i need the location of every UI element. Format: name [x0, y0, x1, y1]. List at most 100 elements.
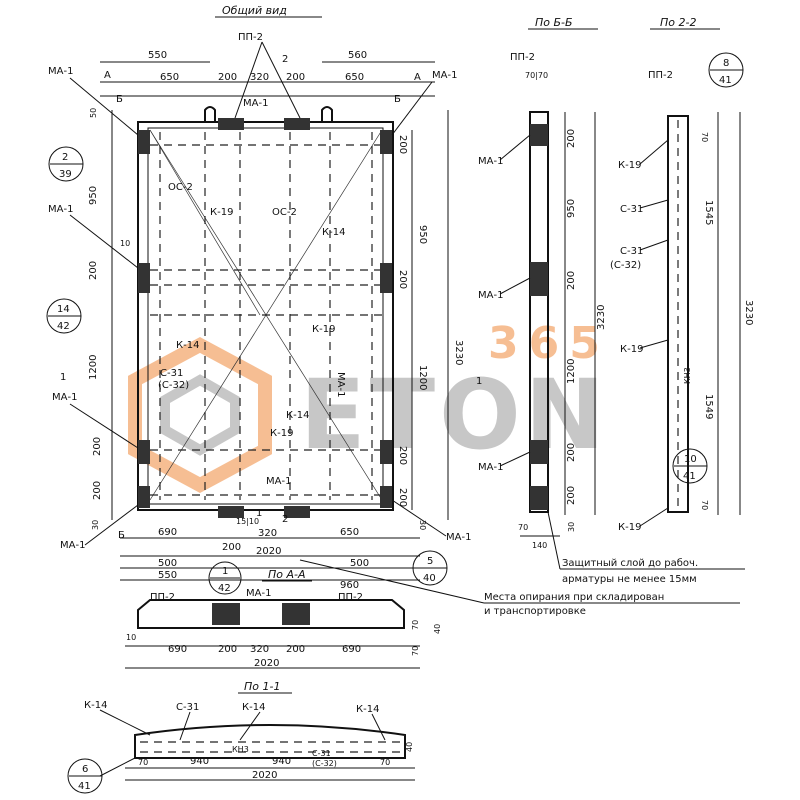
- marker-b-bottom: Б: [118, 530, 125, 541]
- label-k14-left: К-14: [176, 340, 199, 351]
- dim-left-1200: 1200: [88, 355, 99, 380]
- marker-1-left: 1: [60, 372, 66, 383]
- va-dim-690: 690: [168, 644, 187, 655]
- dim-top-320: 320: [250, 72, 269, 83]
- dim-bottom-200: 200: [222, 542, 241, 553]
- vb-dim-200-a: 200: [566, 129, 577, 148]
- dim-top-200-b: 200: [286, 72, 305, 83]
- va-dim-40: 40: [433, 624, 442, 634]
- label-c32: (С-32): [158, 380, 189, 391]
- dim-right-200-b: 200: [397, 270, 408, 289]
- vb-label-ma1-a: МА-1: [478, 156, 503, 167]
- watermark-suffix: 365: [488, 318, 610, 369]
- svg-text:1: 1: [222, 566, 228, 577]
- dim-right-30: 30: [418, 520, 427, 530]
- label-ma1-left2: МА-1: [52, 392, 77, 403]
- label-k19-right: К-19: [312, 324, 335, 335]
- dim-bottom-690: 690: [158, 527, 177, 538]
- svg-text:41: 41: [78, 781, 91, 792]
- label-ma1-topleft: МА-1: [48, 66, 73, 77]
- label-pp2-top: ПП-2: [238, 32, 263, 43]
- v11-dim-940-a: 940: [190, 756, 209, 767]
- vb-dim-30: 30: [567, 522, 576, 532]
- marker-2-bottom: 2: [282, 514, 288, 525]
- dim-left-30: 30: [91, 520, 100, 530]
- marker-b-left: Б: [116, 94, 123, 105]
- dim-right-950: 950: [417, 225, 428, 244]
- dim-bottom-500-b: 500: [350, 558, 369, 569]
- svg-text:2: 2: [62, 152, 68, 163]
- svg-text:8: 8: [723, 58, 729, 69]
- label-k14-lower: К-14: [286, 410, 309, 421]
- callout-6-41: 6 41: [67, 758, 103, 794]
- v22-label-pp2: ПП-2: [648, 70, 673, 81]
- v22-dim-1549: 1549: [703, 394, 714, 419]
- svg-text:5: 5: [427, 556, 433, 567]
- va-dim-200-a: 200: [218, 644, 237, 655]
- label-oc2-right: ОС-2: [272, 207, 297, 218]
- dim-top-550: 550: [148, 50, 167, 61]
- v11-dim-940-b: 940: [272, 756, 291, 767]
- marker-1-right: 1: [476, 376, 482, 387]
- dim-left-200-b: 200: [92, 437, 103, 456]
- va-dim-690-r: 690: [342, 644, 361, 655]
- label-ma1-left1: МА-1: [48, 204, 73, 215]
- label-ma1-topright: МА-1: [432, 70, 457, 81]
- svg-text:6: 6: [82, 764, 88, 775]
- vb-dim-70: 70: [518, 523, 528, 532]
- v11-dim-70-b: 70: [380, 758, 390, 767]
- v22-label-c32: (С-32): [610, 260, 641, 271]
- view-11: По 1-1 К-14 С-31 К-14 К-14 КН3 С-31 (С-3…: [84, 680, 415, 781]
- vb-dim-200-d: 200: [566, 486, 577, 505]
- dim-right-200-c: 200: [397, 446, 408, 465]
- v22-dim-70-bottom: 70: [700, 500, 709, 510]
- v11-label-c31-b: С-31: [312, 749, 331, 758]
- va-dim-200-b: 200: [286, 644, 305, 655]
- dim-right-1200: 1200: [417, 365, 428, 390]
- note-protective-2: арматуры не менее 15мм: [562, 574, 697, 585]
- dim-top-650-left: 650: [160, 72, 179, 83]
- marker-a-right: А: [414, 72, 421, 83]
- callout-10-41: 10 41: [672, 448, 708, 484]
- dim-bottom-1510: 15|10: [236, 517, 259, 526]
- callout-5-40: 5 40: [412, 550, 448, 586]
- view-22: ПП-2 К-19 С-31 С-31 (С-32) К-19 КН3 К-19…: [610, 70, 754, 533]
- va-dim-2020: 2020: [254, 658, 279, 669]
- va-dim-70-a: 70: [411, 620, 420, 630]
- dim-right-200-a: 200: [397, 135, 408, 154]
- svg-text:42: 42: [218, 583, 231, 594]
- v22-label-c31-a: С-31: [620, 204, 643, 215]
- title-view-b: По Б-Б: [535, 16, 573, 29]
- v22-dim-1545: 1545: [703, 200, 714, 225]
- dim-left-950: 950: [88, 186, 99, 205]
- vb-dim-950: 950: [566, 199, 577, 218]
- view-a: По А-А ПП-2 МА-1 ПП-2 10 690 200 320 200…: [125, 568, 442, 669]
- callout-1-42: 1 42: [208, 561, 242, 595]
- v11-dim-2020: 2020: [252, 770, 277, 781]
- va-label-pp2-right: ПП-2: [338, 592, 363, 603]
- vb-label-ma1-c: МА-1: [478, 462, 503, 473]
- dim-bottom-320: 320: [258, 528, 277, 539]
- svg-text:41: 41: [683, 471, 696, 482]
- v11-label-c32: (С-32): [312, 759, 337, 768]
- dim-bottom-960: 960: [340, 580, 359, 591]
- v22-dim-3230: 3230: [743, 300, 754, 325]
- watermark-logo-icon: [128, 337, 272, 493]
- v11-dim-70-a: 70: [138, 758, 148, 767]
- vb-dim-3230: 3230: [596, 305, 607, 330]
- title-view-11: По 1-1: [244, 680, 280, 693]
- vb-dim-7070: 70|70: [525, 71, 548, 80]
- note-protective-1: Защитный слой до рабоч.: [562, 558, 698, 569]
- note-support-1: Места опирания при складирован: [484, 592, 664, 603]
- embedded-part-blocks: [138, 118, 392, 518]
- watermark-brand: ETON: [300, 359, 609, 471]
- marker-b-right: Б: [394, 94, 401, 105]
- dim-bottom-2020: 2020: [256, 546, 281, 557]
- dim-left-50: 50: [89, 108, 98, 118]
- dim-right-200-d: 200: [397, 488, 408, 507]
- dim-right-3230: 3230: [453, 340, 464, 365]
- vb-dim-1200: 1200: [566, 359, 577, 384]
- dim-top-560: 560: [348, 50, 367, 61]
- label-oc2-left: ОС-2: [168, 182, 193, 193]
